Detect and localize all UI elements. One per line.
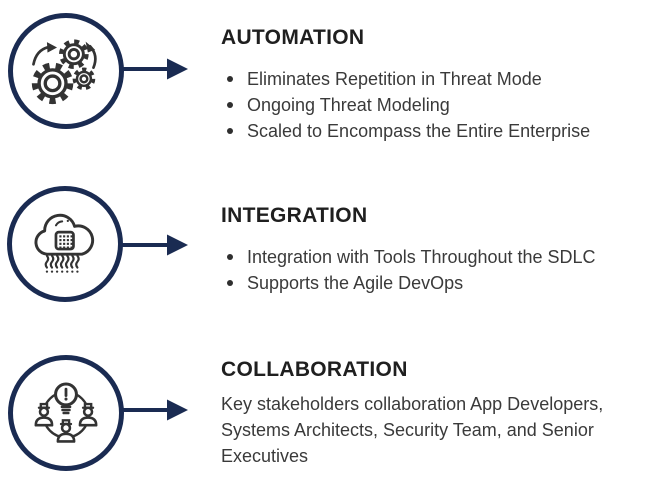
integration-bullet-list: Integration with Tools Throughout the SD… (221, 244, 654, 296)
section-title-automation: AUTOMATION (221, 26, 365, 49)
automation-bullet-list: Eliminates Repetition in Threat Mode Ong… (221, 66, 654, 144)
collaboration-paragraph: Key stakeholders collaboration App Devel… (221, 394, 604, 466)
bullet-item: Eliminates Repetition in Threat Mode (221, 66, 654, 92)
arrow-right-icon (122, 399, 188, 421)
automation-badge-circle (8, 13, 124, 129)
bullet-item: Ongoing Threat Modeling (221, 92, 654, 118)
arrow-right-icon (122, 58, 188, 80)
gears-icon (31, 39, 97, 105)
team-idea-icon (34, 382, 98, 443)
integration-badge-circle (7, 186, 123, 302)
section-title-integration: INTEGRATION (221, 204, 368, 227)
bullet-item: Supports the Agile DevOps (221, 270, 654, 296)
bullet-item: Integration with Tools Throughout the SD… (221, 244, 654, 270)
cloud-chip-icon (34, 213, 95, 273)
section-title-collaboration: COLLABORATION (221, 358, 408, 381)
arrow-right-icon (122, 234, 188, 256)
bullet-item: Scaled to Encompass the Entire Enterpris… (221, 118, 654, 144)
collaboration-badge-circle (8, 355, 124, 471)
